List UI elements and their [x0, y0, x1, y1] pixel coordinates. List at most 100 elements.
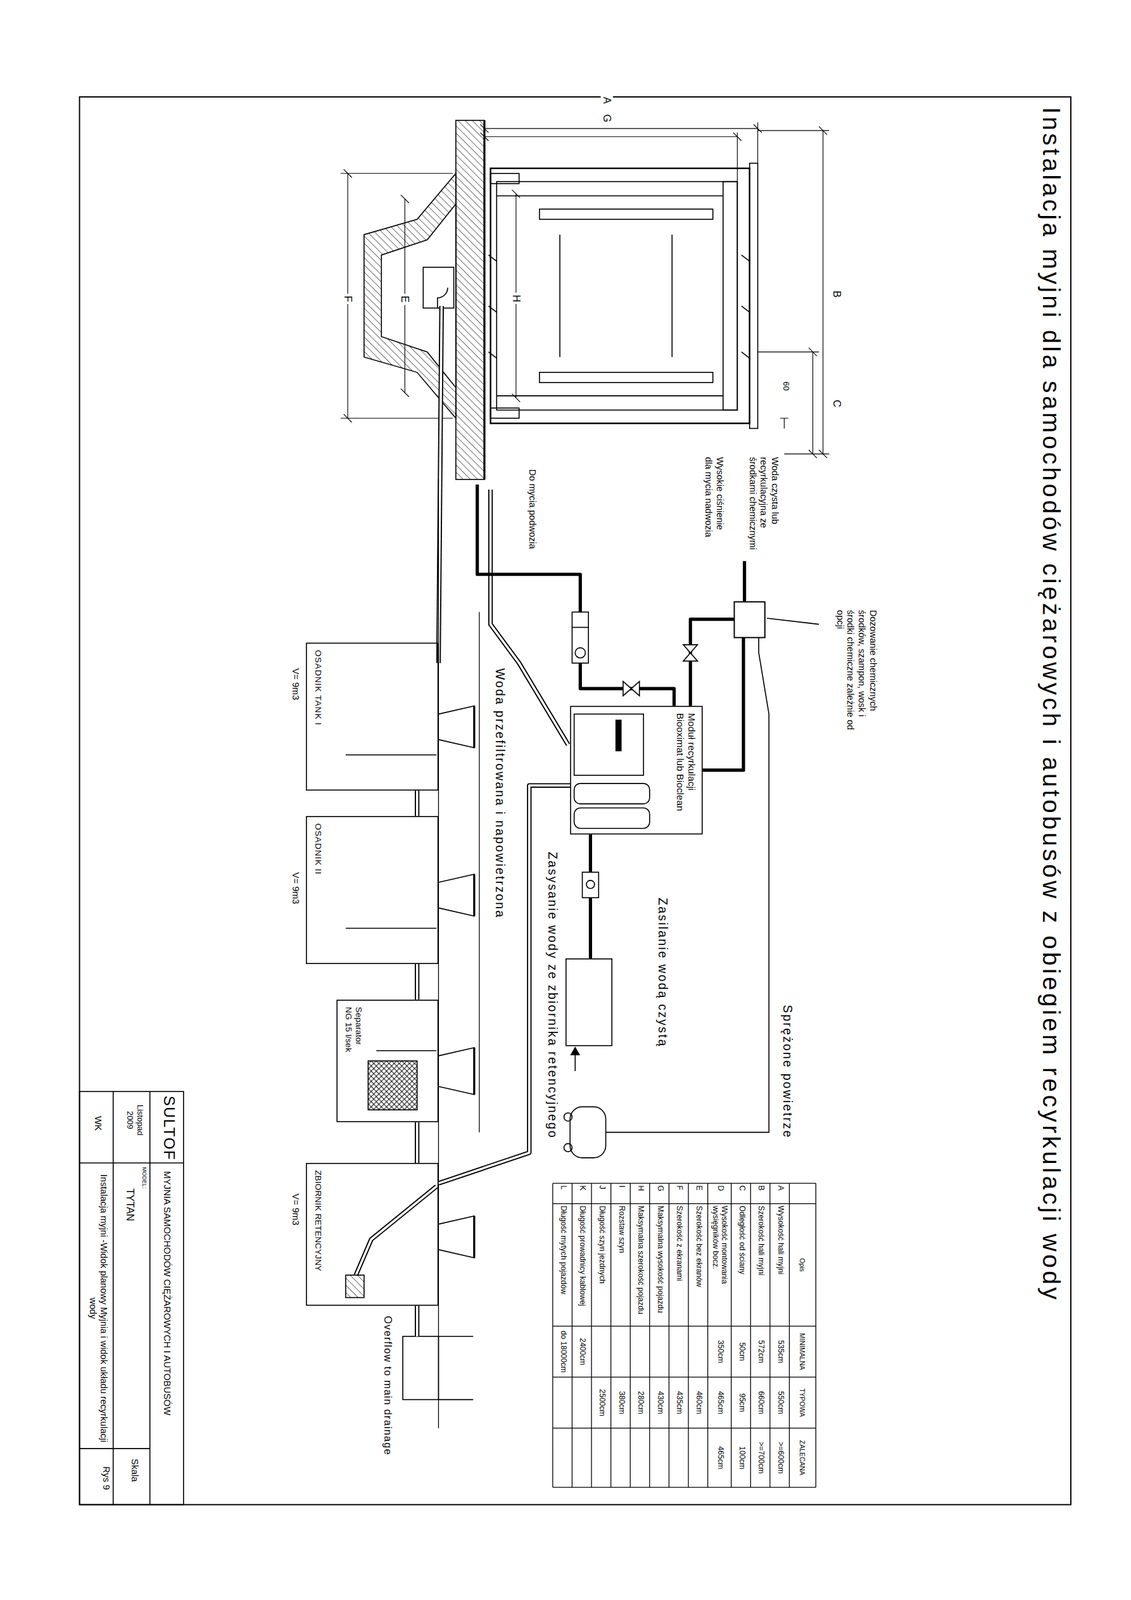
dimension-lines: [808, 126, 828, 458]
wash-gantry: [490, 407, 520, 418]
wash-gantry: [490, 168, 750, 424]
table-cell: D: [715, 1184, 725, 1202]
wash-gantry: [671, 234, 673, 357]
settling-tank: OSADNIK TANK I: [305, 642, 439, 791]
table-header: ZALECANA: [798, 1429, 807, 1485]
dimension-lines: [758, 130, 830, 455]
pipe-note: Woda czysta lub recyrkulacyjna ze środka…: [747, 457, 781, 555]
title-block-grid: [79, 1091, 184, 1504]
title-block-grid: [79, 1091, 184, 1504]
table-header: TYPOWA: [798, 1378, 807, 1426]
table-cell: 100cm: [736, 1429, 746, 1485]
table-cell: 550cm: [775, 1378, 785, 1426]
pumps: [582, 871, 600, 898]
wash-gantry: [723, 181, 738, 411]
table-cell: Szerokość z ekranami: [674, 1205, 684, 1325]
table-cell: G: [655, 1184, 665, 1202]
drain-pipe: [438, 305, 442, 664]
valves: [683, 644, 698, 662]
table-cell: Wysokość montowania wysięgników bocz.: [710, 1205, 729, 1325]
suction-pipe: [345, 1274, 365, 1297]
pressure-pipes: [580, 663, 674, 707]
pipe-connector: [416, 1122, 418, 1163]
node-label: Separator: [353, 1006, 365, 1116]
recirculation-module: Moduł recyrkulacji Biooximat lub Bioclea…: [569, 705, 703, 835]
clean-water-tank: [571, 1047, 580, 1055]
dimension-lines: [737, 122, 758, 182]
sheet-title: Instalacja myjni dla samochodów ciężarow…: [1036, 107, 1066, 1302]
table-cell: 95cm: [736, 1378, 746, 1426]
overflow-chamber: [416, 1305, 419, 1336]
table-cell: Maksymalna wysokość pojazdu: [655, 1205, 665, 1325]
table-cell: 460cm: [694, 1378, 703, 1426]
dimension-lines: [484, 127, 759, 129]
flow-label: Zasysanie wody ze zbiornika retencyjnego: [545, 851, 560, 1139]
drawing-lines: [79, 96, 1071, 1504]
table-cell: 660cm: [756, 1378, 765, 1426]
dimension-letter: G: [600, 112, 613, 125]
tank-risers: [438, 873, 474, 916]
volume-label: V= 9m3: [290, 668, 301, 700]
wash-gantry: [488, 163, 758, 429]
pipe-bore: [416, 790, 419, 816]
table-cell: Wysokość hali myjni: [775, 1205, 785, 1325]
floor-slab: [381, 203, 456, 388]
title-block-caption: MODEL:: [141, 1166, 149, 1188]
table-cell: F: [674, 1184, 684, 1202]
tank-risers: [438, 705, 474, 748]
floor-slab: [455, 120, 485, 480]
overflow-chamber: [414, 1305, 420, 1336]
drain-pipe: [438, 305, 442, 664]
tank-baffles: [345, 754, 437, 1051]
title-block-text: WK: [91, 1115, 103, 1131]
pipe-connector: [414, 790, 420, 816]
pumps: [571, 611, 599, 898]
tank-baffles: [376, 1049, 437, 1052]
table-cell: 2400cm: [577, 1327, 587, 1375]
suction-pipe: [355, 1186, 437, 1275]
flow-label: Woda przefiltrowana i napowietrzona: [492, 668, 507, 919]
pipe-note: Do mycia podwozia: [526, 469, 538, 550]
table-cell: 350cm: [715, 1327, 725, 1375]
title-block-text: Skala: [128, 1458, 140, 1482]
table-cell: Odległość od ściany: [736, 1205, 746, 1325]
table-rule: [552, 1182, 817, 1487]
clean-water-tank: [574, 1052, 576, 1071]
recirculation-module-graphic: [616, 720, 622, 751]
pressure-pipes: [690, 619, 734, 707]
sheet-frame: [79, 96, 1071, 1504]
dimension-letter: E: [398, 293, 411, 305]
valves: [623, 681, 640, 696]
wash-gantry: [559, 234, 561, 357]
title-block-text: Instalacja myjni -Widok planowy Myjnia i…: [87, 1172, 110, 1444]
clean-water-tank: [566, 958, 612, 1046]
pipe-note: Wysokie ciśnienie dla mycia nadwozia: [702, 457, 726, 539]
dimension-lines: [822, 130, 824, 455]
tank-risers: [438, 1047, 474, 1095]
oil-separator: SeparatorNG 15 l/sek: [336, 999, 439, 1122]
table-cell: K: [577, 1184, 587, 1202]
title-block-text: Rys 9: [100, 1465, 111, 1491]
tank-baffles: [345, 927, 437, 929]
floor-slab: [437, 287, 448, 308]
compressor: [569, 1106, 606, 1158]
suction-pipe: [345, 1186, 437, 1298]
table-cell: I: [616, 1184, 626, 1202]
title-block-grid: [79, 1091, 184, 1504]
callout-note: Dozowanie chemicznych środków, szampon, …: [834, 609, 879, 731]
pipe-bore: [416, 963, 419, 1000]
table-cell: E: [694, 1184, 703, 1202]
table-cell: J: [597, 1184, 607, 1202]
dosing-unit: [734, 601, 765, 638]
flow-label: Sprężone powietrze: [779, 1004, 795, 1138]
pipe-bore: [416, 1122, 419, 1163]
wash-gantry: [749, 163, 759, 429]
table-cell: >=700cm: [756, 1429, 765, 1485]
company-name: SULTOF: [160, 1095, 179, 1161]
wash-gantry: [488, 255, 750, 359]
table-cell: 465cm: [715, 1378, 725, 1426]
table-cell: do 18000cm: [558, 1327, 568, 1375]
compressor: [564, 1143, 573, 1152]
tank-risers: [473, 705, 475, 1258]
floor-slab: [423, 267, 454, 308]
